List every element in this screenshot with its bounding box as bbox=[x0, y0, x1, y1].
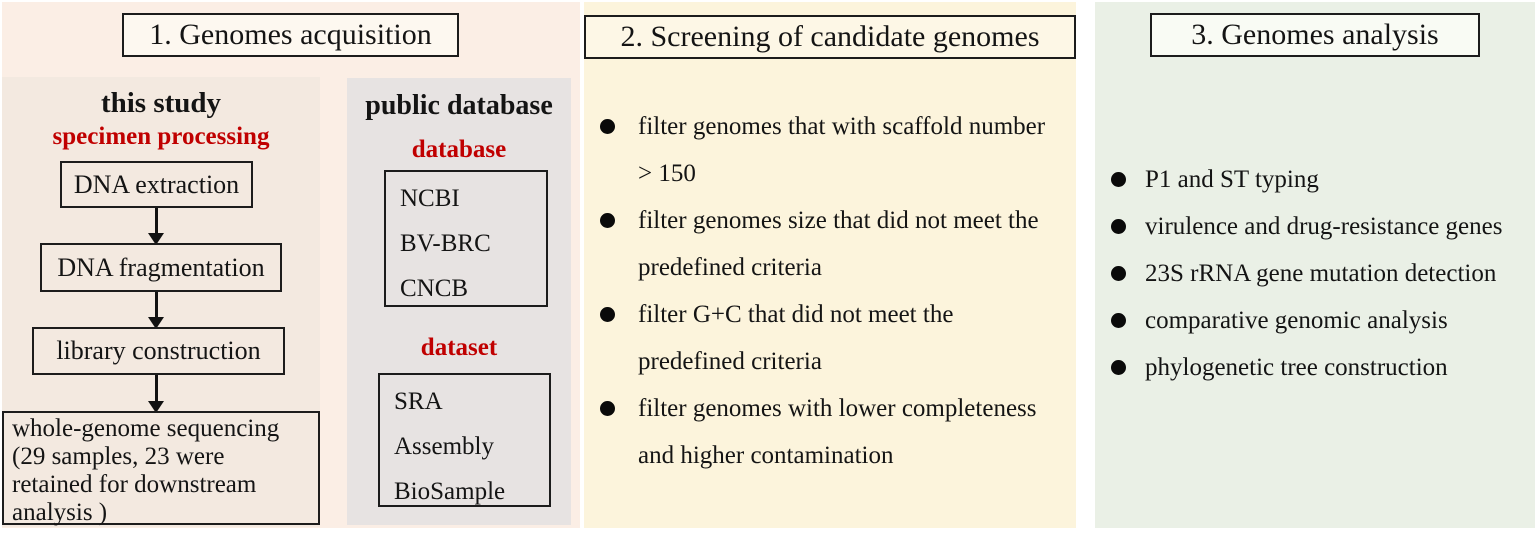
flow-step-dna-extraction: DNA extraction bbox=[60, 161, 253, 208]
database-item: CNCB bbox=[400, 275, 469, 302]
dataset-item: Assembly bbox=[394, 433, 494, 460]
dataset-item: SRA bbox=[394, 388, 443, 415]
panel-genomes-analysis: 3. Genomes analysis P1 and ST typing vir… bbox=[1095, 2, 1535, 528]
bullet-text: filter genomes size that did not meet th… bbox=[638, 207, 1039, 281]
arrow-head bbox=[148, 317, 164, 329]
screening-title: 2. Screening of candidate genomes bbox=[620, 20, 1040, 53]
list-item: 23S rRNA gene mutation detection bbox=[1095, 250, 1535, 297]
analysis-bullet-list: P1 and ST typing virulence and drug-resi… bbox=[1095, 156, 1535, 391]
bullet-text: filter genomes that with scaffold number… bbox=[638, 113, 1046, 187]
bullet-dot-icon bbox=[1111, 360, 1126, 375]
list-item: filter G+C that did not meet the predefi… bbox=[584, 291, 1076, 385]
list-item: filter genomes size that did not meet th… bbox=[584, 197, 1076, 291]
bullet-dot-icon bbox=[600, 401, 615, 416]
bullet-dot-icon bbox=[1111, 172, 1126, 187]
panel-screening: 2. Screening of candidate genomes filter… bbox=[584, 2, 1076, 528]
list-item: comparative genomic analysis bbox=[1095, 297, 1535, 344]
dataset-sources-box: SRA Assembly BioSample bbox=[378, 373, 551, 507]
flow-step-whole-genome-sequencing: whole-genome sequencing (29 samples, 23 … bbox=[2, 411, 320, 526]
bullet-dot-icon bbox=[1111, 219, 1126, 234]
flow-step-label: DNA fragmentation bbox=[57, 252, 265, 282]
public-database-heading: public database bbox=[365, 90, 553, 121]
bullet-text: 23S rRNA gene mutation detection bbox=[1145, 260, 1497, 287]
bullet-text: virulence and drug-resistance genes bbox=[1145, 213, 1503, 240]
arrow-down-icon bbox=[148, 292, 164, 329]
flow-step-label: DNA extraction bbox=[73, 169, 240, 199]
analysis-title: 3. Genomes analysis bbox=[1191, 18, 1439, 51]
this-study-subpanel: this study specimen processing DNA extra… bbox=[2, 77, 320, 527]
flow-step-label: whole-genome sequencing (29 samples, 23 … bbox=[12, 415, 280, 526]
list-item: filter genomes that with scaffold number… bbox=[584, 103, 1076, 197]
bullet-text: filter G+C that did not meet the predefi… bbox=[638, 301, 954, 375]
flow-step-dna-fragmentation: DNA fragmentation bbox=[40, 243, 282, 292]
this-study-heading: this study bbox=[100, 87, 222, 119]
bullet-dot-icon bbox=[600, 213, 615, 228]
specimen-processing-label: specimen processing bbox=[52, 123, 270, 150]
dataset-item: BioSample bbox=[394, 478, 506, 505]
acquisition-title-box: 1. Genomes acquisition bbox=[122, 13, 459, 57]
list-item: P1 and ST typing bbox=[1095, 156, 1535, 203]
flow-step-library-construction: library construction bbox=[32, 327, 285, 375]
bullet-text: phylogenetic tree construction bbox=[1145, 354, 1448, 381]
database-item: BV-BRC bbox=[400, 230, 491, 257]
bullet-text: P1 and ST typing bbox=[1145, 166, 1319, 193]
flow-step-label: library construction bbox=[56, 336, 261, 365]
screening-bullet-list: filter genomes that with scaffold number… bbox=[584, 103, 1076, 479]
bullet-text: filter genomes with lower completeness a… bbox=[638, 395, 1037, 469]
analysis-title-box: 3. Genomes analysis bbox=[1150, 13, 1480, 57]
bullet-text: comparative genomic analysis bbox=[1145, 307, 1448, 334]
panel-genomes-acquisition: 1. Genomes acquisition this study specim… bbox=[2, 2, 580, 528]
list-item: filter genomes with lower completeness a… bbox=[584, 385, 1076, 479]
bullet-dot-icon bbox=[1111, 266, 1126, 281]
screening-title-box: 2. Screening of candidate genomes bbox=[584, 15, 1076, 59]
database-sources-box: NCBI BV-BRC CNCB bbox=[384, 170, 548, 307]
acquisition-title: 1. Genomes acquisition bbox=[149, 18, 432, 51]
arrow-down-icon bbox=[148, 208, 164, 245]
list-item: virulence and drug-resistance genes bbox=[1095, 203, 1535, 250]
arrow-down-icon bbox=[148, 375, 164, 413]
database-label: database bbox=[411, 136, 507, 163]
list-item: phylogenetic tree construction bbox=[1095, 344, 1535, 391]
arrow-shaft bbox=[155, 375, 158, 403]
dataset-label: dataset bbox=[420, 334, 498, 361]
public-database-subpanel: public database database NCBI BV-BRC CNC… bbox=[347, 78, 571, 525]
arrow-shaft bbox=[155, 292, 158, 319]
bullet-dot-icon bbox=[600, 119, 615, 134]
bullet-dot-icon bbox=[1111, 313, 1126, 328]
arrow-head bbox=[148, 233, 164, 245]
arrow-head bbox=[148, 401, 164, 413]
bullet-dot-icon bbox=[600, 307, 615, 322]
database-item: NCBI bbox=[400, 185, 460, 212]
arrow-shaft bbox=[155, 208, 158, 235]
